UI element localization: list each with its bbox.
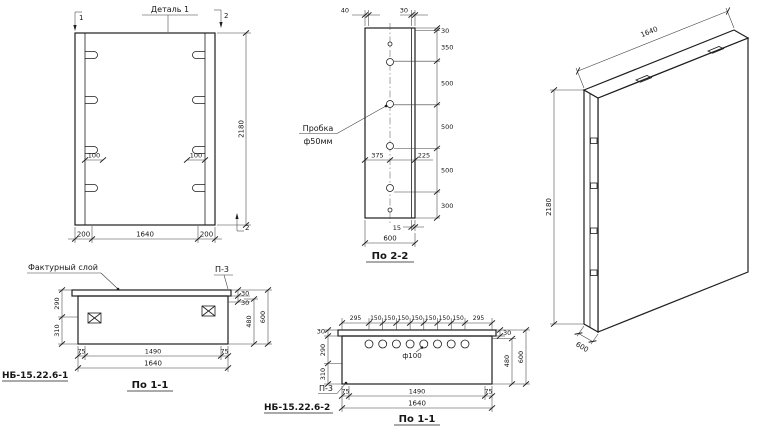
iso-view: 1640 2180 600 [545,7,750,354]
lifting-hooks-left [85,51,98,192]
hole-diameter-label: ф100 [402,352,421,360]
section-2-2-view: 40 30 30 350 500 500 500 300 375 225 15 … [299,7,453,263]
edge-dim-left: 200 [77,231,90,239]
iso-height-dim: 2180 [545,198,553,216]
panel-holes [364,339,470,349]
facing-thickness-dim: 15 [393,224,401,232]
iso-top-face [582,29,750,99]
left-small-dim: 30 [317,328,325,336]
right-dim-3: 500 [441,123,453,131]
right-dim-0: 30 [441,27,449,35]
top-dim-left: 40 [341,7,349,15]
facing-layer-label: Фактурный слой [28,263,98,272]
right-dim-2: 500 [441,80,453,88]
plug-holes [386,41,394,213]
bottom-dim-right: 75 [220,348,228,356]
right-dim-1: 350 [441,44,453,52]
section-1-1-b-title: По 1-1 [399,414,436,425]
section-1-1-a-view: Фактурный слой П-3 290 310 30 30 480 600… [2,263,272,392]
right-small-dim: 30 [503,329,511,337]
section-marker-2-top: 2 [214,9,228,28]
height-dim: 2180 [238,120,246,138]
right-dim-4: 500 [441,167,453,175]
top-dim-5: 150 [425,315,437,322]
right-small-dim-2: 30 [241,299,249,307]
embedded-part-right [201,305,216,317]
facing-layer [71,289,232,297]
iso-side-face [583,88,599,334]
top-dim-6: 150 [439,315,451,322]
right-total-dim: 600 [517,351,525,363]
detail-label: Деталь 1 [151,5,189,14]
plug-front-dim: 375 [371,152,383,160]
panel-code-a: НБ-15.22.6-1 [2,371,68,381]
depth-dim: 600 [383,235,396,243]
panel-code-b: НБ-15.22.6-2 [264,403,330,413]
top-dim-3: 150 [398,315,410,322]
top-dim-0: 295 [350,315,362,322]
top-dim-2: 150 [384,315,396,322]
marker-1-label: 1 [79,14,83,22]
plug-label-line1: Пробка [303,124,334,133]
bottom-dim-right: 75 [484,388,492,396]
hook-offset-dim-left: 100 [88,152,100,160]
section-1-1-a-title: По 1-1 [132,380,169,391]
marker-2-top-label: 2 [224,12,228,20]
bottom-total-dim: 1640 [144,360,162,368]
width-dim: 1640 [136,231,154,239]
panel-body [77,295,229,345]
right-small-dim-1: 30 [241,290,249,298]
left-dim-bottom: 310 [319,368,327,380]
iso-width-dim: 1640 [639,25,659,39]
section-marker-2-bottom: 2 [235,213,249,232]
iso-depth-dim: 600 [574,340,590,354]
embed-label: П-3 [319,384,333,393]
plug-back-dim: 225 [418,152,430,160]
bottom-dim-left: 75 [341,388,349,396]
iso-hooks [590,137,598,276]
bottom-total-dim: 1640 [408,400,426,408]
right-inner-dim: 480 [503,355,511,367]
panel-outline [74,32,216,226]
bottom-dim-mid: 1490 [145,348,162,356]
lifting-hooks-right [192,51,205,192]
left-dim-top: 290 [319,344,327,356]
section-1-1-b-view: 295 150 150 150 150 150 150 150 295 ф100… [264,315,530,426]
facing-layer [337,329,497,337]
top-dim-right: 30 [400,7,408,15]
top-dim-7: 150 [452,315,464,322]
left-dim-bottom: 310 [53,324,61,336]
top-dim-1: 150 [370,315,382,322]
section-marker-1: 1 [73,11,83,31]
right-dim-5: 300 [441,202,453,210]
right-total-dim: 600 [259,311,267,323]
right-inner-dim: 480 [245,315,253,327]
section-2-2-title: По 2-2 [372,251,409,262]
bottom-dim-mid: 1490 [409,388,426,396]
edge-dim-right: 200 [200,231,213,239]
embed-label: П-3 [215,265,229,274]
front-view: Деталь 1 1 2 2 100 100 200 1640 200 2180 [68,5,251,243]
top-dim-4: 150 [411,315,423,322]
panel-body [341,335,493,385]
iso-lifting-loops [635,46,725,83]
bottom-dim-left: 75 [77,348,85,356]
marker-2-bottom-label: 2 [245,224,249,232]
top-dim-8: 295 [473,315,485,322]
plug-label-line2: ф50мм [303,137,332,146]
hook-offset-dim-right: 100 [190,152,202,160]
left-dim-top: 290 [53,297,61,309]
embedded-part-left [87,312,102,324]
